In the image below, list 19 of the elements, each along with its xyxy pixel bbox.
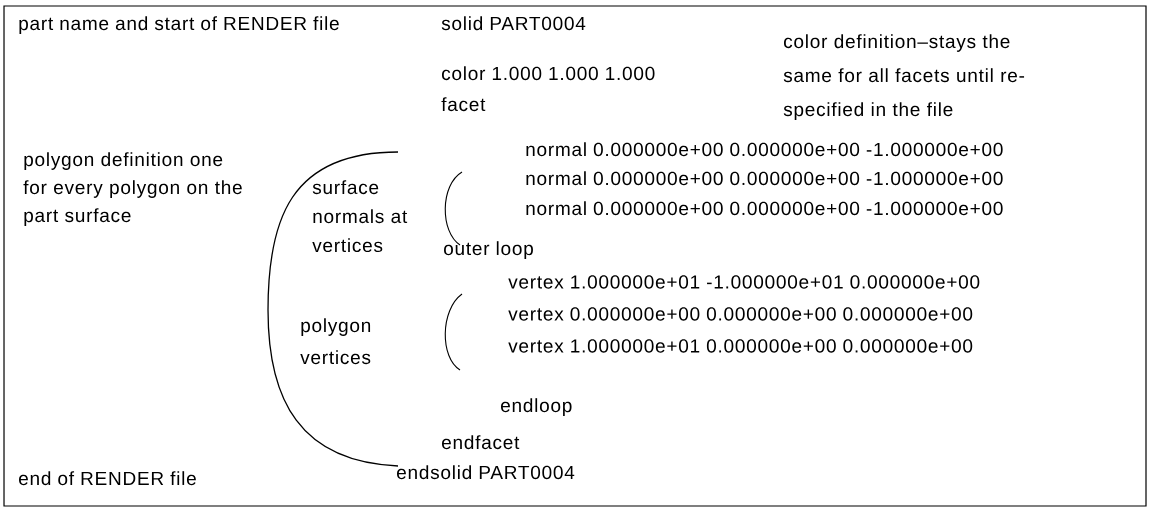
code-line: endsolid PART0004 <box>397 465 575 480</box>
code-line: color 1.000 1.000 1.000 <box>442 66 655 81</box>
code-line: facet <box>441 97 486 112</box>
code-line: solid PART0004 <box>441 16 586 31</box>
code-line: normal 0.000000e+00 0.000000e+00 -1.000000e+00 <box>526 142 1003 157</box>
code-line: normal 0.000000e+00 0.000000e+00 -1.000000e+00 <box>526 171 1003 186</box>
code-line: vertex 1.000000e+01 -1.000000e+01 0.000000e+00 <box>508 275 980 289</box>
code-line: vertex 1.000000e+01 0.000000e+00 0.000000e+00 <box>508 339 973 353</box>
annotation-text: color definition–stays the same for all facets until re-specified in the file <box>783 34 1025 120</box>
annotation-text: end of RENDER file <box>19 471 196 486</box>
code-line: outer loop <box>444 241 533 259</box>
code-line: endloop <box>501 398 572 416</box>
annotation-text: surface normals at vertices <box>312 180 408 253</box>
annotation-text: part name and start of RENDER file <box>19 16 339 34</box>
annotation-text: polygon definition one for every polygon on the part surface <box>23 152 242 226</box>
code-line: endfacet <box>442 435 520 450</box>
code-line: normal 0.000000e+00 0.000000e+00 -1.000000e+00 <box>526 201 1003 216</box>
annotation-text: polygon vertices <box>300 318 371 365</box>
code-line: vertex 0.000000e+00 0.000000e+00 0.000000e+00 <box>508 307 973 321</box>
